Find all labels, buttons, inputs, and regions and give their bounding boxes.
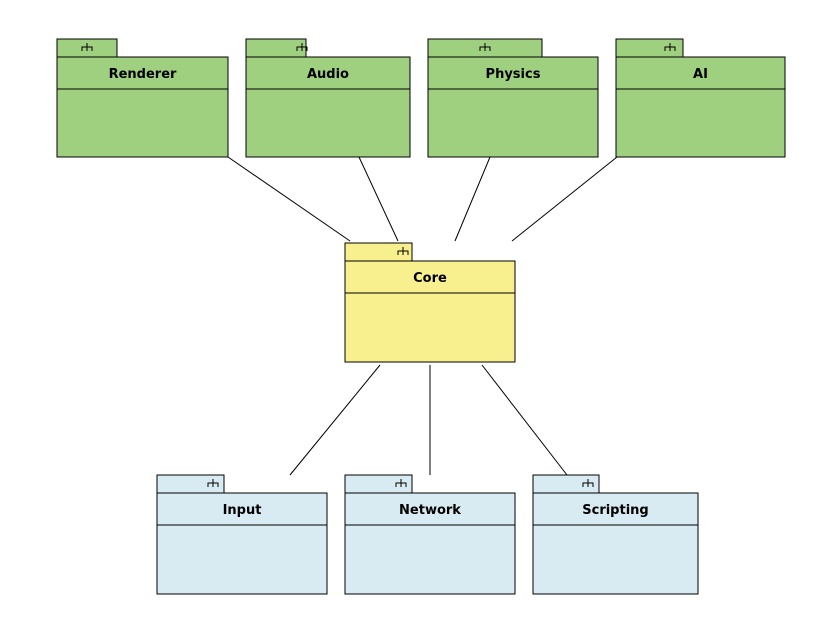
package-tab [156,474,225,494]
package-body [156,492,328,595]
package-body [427,56,599,158]
connectors [227,156,618,476]
package-audio[interactable]: Audio [245,38,411,158]
package-body [344,260,516,363]
package-input[interactable]: Input [156,474,328,595]
connector-ai-core [511,156,618,242]
package-body [344,492,516,595]
package-name-network: Network [399,503,461,518]
package-ai[interactable]: AI [615,38,786,158]
package-icon [479,43,491,51]
package-tab [344,474,413,494]
package-name-physics: Physics [486,67,541,82]
package-name-input: Input [223,503,262,518]
package-physics[interactable]: Physics [427,38,599,158]
connector-renderer-core [227,156,351,242]
connector-core-scripting [481,364,568,476]
package-icon [207,479,219,487]
package-name-core: Core [413,271,447,286]
package-core[interactable]: Core [344,242,516,363]
package-icon [664,43,676,51]
package-body [532,492,699,595]
package-name-scripting: Scripting [582,503,648,518]
package-scripting[interactable]: Scripting [532,474,699,595]
connector-physics-core [454,156,491,242]
package-tab [615,38,684,58]
package-icon [296,43,308,51]
package-body [245,56,411,158]
package-icon [81,43,93,51]
connector-core-input [289,364,381,476]
package-body [56,56,229,158]
package-icon [395,479,407,487]
package-tab [344,242,413,262]
package-renderer[interactable]: Renderer [56,38,229,158]
package-name-audio: Audio [307,67,349,82]
package-name-ai: AI [693,67,708,82]
package-icon [582,479,594,487]
package-network[interactable]: Network [344,474,516,595]
package-tab [532,474,600,494]
package-body [615,56,786,158]
package-icon [397,247,409,255]
package-name-renderer: Renderer [109,67,177,82]
connector-audio-core [358,156,399,242]
